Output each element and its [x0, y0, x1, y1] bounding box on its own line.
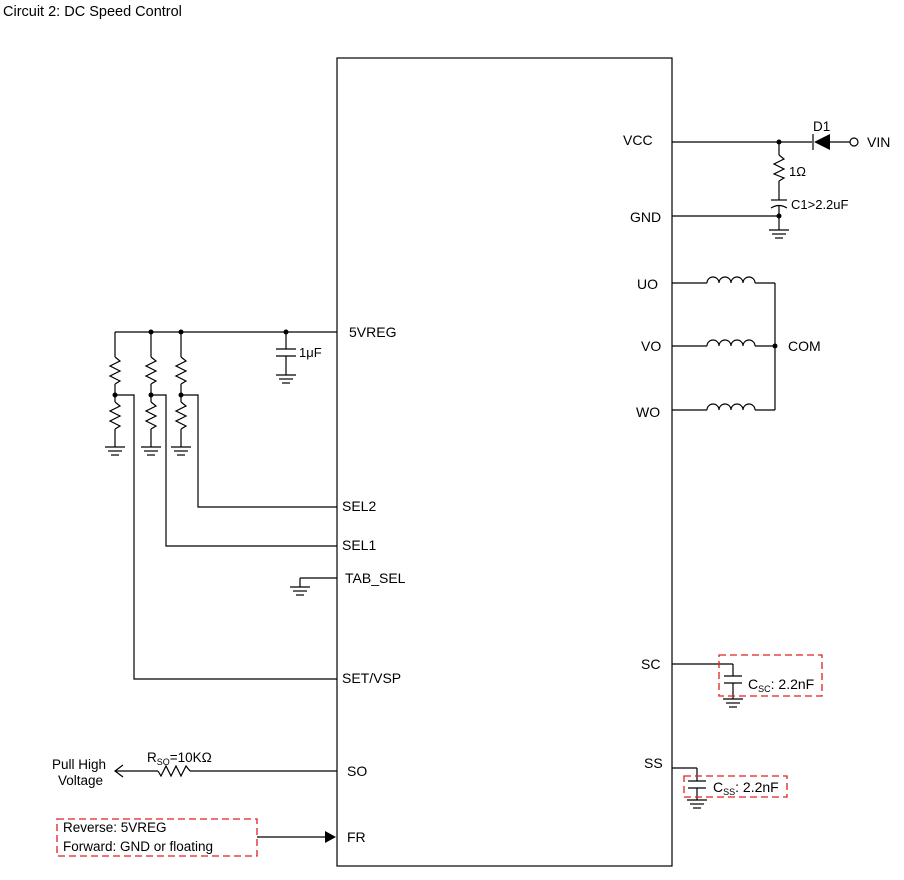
ic-body [336, 57, 673, 867]
css-label: CSS: 2.2nF [713, 779, 779, 797]
diode-label: D1 [813, 119, 830, 134]
css-network: CSS: 2.2nF [672, 767, 788, 809]
resistor-divider1-top [108, 356, 122, 385]
diode-d1 [814, 134, 830, 150]
vcc-network: D1 VIN 1Ω C1>2.2uF [672, 119, 890, 239]
css-highlight-box [683, 775, 788, 798]
pin-vcc: VCC [623, 132, 653, 148]
pin-tab-sel: TAB_SEL [345, 570, 406, 586]
resistor-rso [157, 764, 191, 778]
resistor-divider2-top [144, 356, 158, 385]
vin-terminal [849, 137, 859, 147]
fr-note-box [56, 818, 258, 857]
so-network: RSO=10KΩ Pull High Voltage [52, 750, 337, 788]
ground-icon [276, 374, 296, 384]
ground-icon [723, 698, 743, 708]
pin-5vreg: 5VREG [349, 324, 396, 340]
pin-so: SO [347, 763, 367, 779]
wire-set-vsp [115, 394, 337, 680]
fr-note-line2: Forward: GND or floating [63, 839, 213, 854]
pin-sel2: SEL2 [342, 498, 376, 514]
pin-sel1: SEL1 [342, 537, 376, 553]
diagram-title: Circuit 2: DC Speed Control [3, 4, 182, 20]
ground-icon [105, 446, 125, 456]
cap-1uf-label: 1μF [299, 345, 322, 360]
resistor-1ohm-label: 1Ω [789, 164, 806, 179]
ground-icon [687, 799, 707, 809]
resistor-divider3-bottom [174, 401, 188, 430]
resistor-divider1-bottom [108, 401, 122, 430]
inductor-w [706, 403, 756, 411]
pin-uo: UO [637, 276, 658, 292]
motor-windings: COM [672, 276, 821, 411]
ground-icon [769, 229, 789, 239]
com-label: COM [788, 338, 821, 354]
inductor-u [706, 276, 756, 284]
inductor-v [706, 339, 756, 347]
ground-icon [141, 446, 161, 456]
csc-label: CSC: 2.2nF [748, 676, 814, 694]
resistor-divider2-bottom [144, 401, 158, 430]
fr-note-line1: Reverse: 5VREG [63, 820, 167, 835]
wire-sel2 [181, 394, 337, 508]
ground-icon [171, 446, 191, 456]
pin-sc: SC [641, 656, 660, 672]
pull-high-label-line1: Pull High [52, 757, 106, 772]
resistor-1ohm [772, 154, 786, 182]
pin-fr: FR [347, 829, 366, 845]
pin-gnd: GND [630, 209, 661, 225]
csc-highlight-box [718, 654, 823, 697]
arrow-left-icon [114, 764, 124, 778]
vreg-network: 1μF [105, 329, 337, 680]
pin-set-vsp: SET/VSP [342, 670, 401, 686]
wire-sel1 [151, 394, 337, 547]
pull-high-label-line2: Voltage [58, 773, 103, 788]
arrow-right-icon [325, 831, 336, 843]
vin-label: VIN [867, 134, 890, 150]
pin-vo: VO [641, 338, 661, 354]
pin-wo: WO [636, 404, 660, 420]
csc-network: CSC: 2.2nF [672, 654, 823, 708]
ground-icon [290, 586, 310, 596]
tab-sel-ground [290, 577, 337, 596]
resistor-divider3-top [174, 356, 188, 385]
rso-label: RSO=10KΩ [147, 750, 212, 767]
fr-network: Reverse: 5VREG Forward: GND or floating [56, 818, 336, 857]
c1-label: C1>2.2uF [791, 197, 849, 212]
pin-ss: SS [644, 755, 663, 771]
